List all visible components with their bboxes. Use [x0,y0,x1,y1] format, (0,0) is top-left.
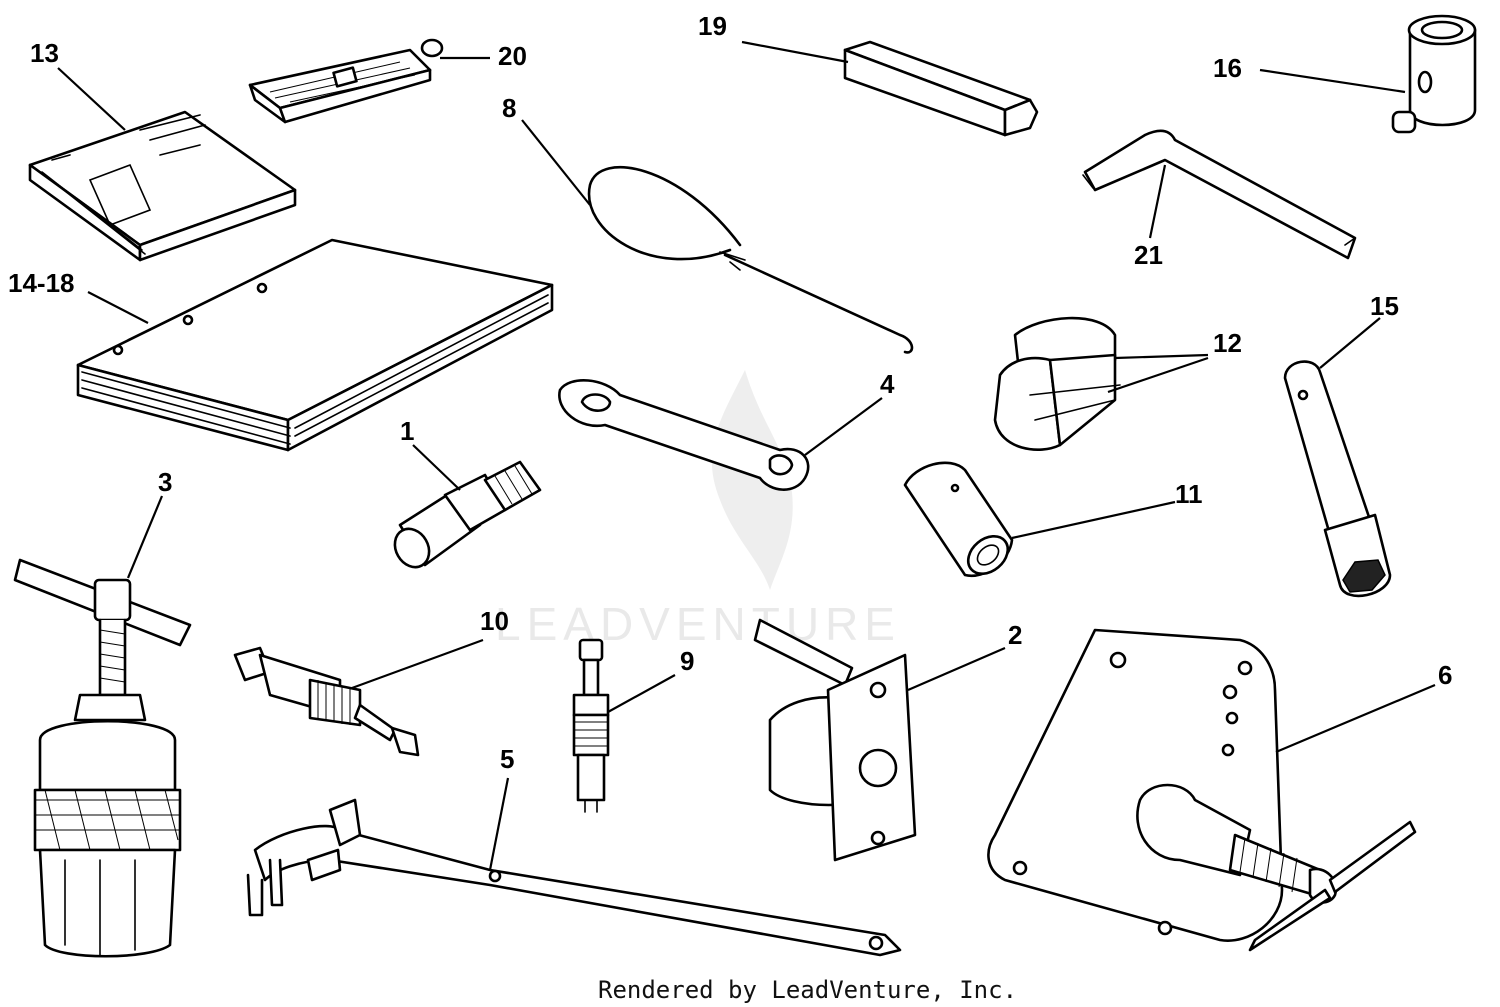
leader-15 [1319,317,1381,369]
callout-19: 19 [698,11,727,41]
part-14-18-parts-book[interactable] [76,238,554,452]
callout-15: 15 [1370,291,1399,321]
part-8-wire-loop[interactable] [587,165,914,354]
callout-9: 9 [680,646,694,676]
callout-4: 4 [880,369,895,399]
leader-3 [126,495,164,579]
leader-14-18 [87,291,149,324]
leader-19 [741,40,849,64]
leader-8 [521,119,591,206]
callout-12: 12 [1213,328,1242,358]
callout-1: 1 [400,416,414,446]
callout-10: 10 [480,606,509,636]
leader-10 [351,638,484,690]
leader-12b [1107,356,1209,394]
callout-labels: 13 20 19 16 8 21 14-18 12 15 4 1 11 3 10… [8,11,1452,774]
leader-5 [488,777,510,871]
callout-8: 8 [502,93,516,123]
leader-1 [412,444,461,491]
leader-6 [1275,683,1436,754]
leader-2 [907,646,1006,692]
callout-2: 2 [1008,620,1022,650]
part-9-spark-plug[interactable] [572,638,610,813]
part-2-flange-tool[interactable] [753,618,917,862]
leader-4 [804,397,883,456]
callout-5: 5 [500,744,514,774]
callout-3: 3 [158,467,172,497]
callout-6: 6 [1438,660,1452,690]
part-4-spanner-wrench[interactable] [558,379,810,491]
callout-16: 16 [1213,53,1242,83]
callout-11: 11 [1175,479,1203,509]
part-16-sleeve[interactable] [1391,14,1477,134]
callout-13: 13 [30,38,59,68]
leader-13 [57,67,126,131]
callout-20: 20 [498,41,527,71]
part-11-socket[interactable] [903,461,1015,582]
part-20-key-pouch[interactable] [248,38,444,124]
part-19-hex-bar[interactable] [843,40,1039,137]
leader-21 [1148,164,1167,239]
part-5-pin-wrench[interactable] [246,798,902,957]
footer-credit: Rendered by LeadVenture, Inc. [598,976,1017,1004]
part-13-manual[interactable] [28,110,297,262]
part-15-box-wrench[interactable] [1283,360,1392,598]
watermark: LEADVENTURE [495,370,901,650]
part-6-plate-puller[interactable] [987,628,1417,952]
leader-12a [1114,353,1209,360]
watermark-text: LEADVENTURE [495,598,901,650]
part-3-t-puller[interactable] [13,558,192,958]
callout-21: 21 [1134,240,1163,270]
callout-14-18: 14-18 [8,268,75,298]
leader-16 [1259,68,1406,94]
leader-lines [57,40,1436,871]
part-10-bolt-assembly[interactable] [233,646,420,757]
leader-9 [607,674,676,713]
part-12-split-bushing[interactable] [993,316,1121,451]
part-1-adapter[interactable] [388,460,542,573]
part-21-allen-key[interactable] [1082,129,1357,260]
leader-11 [1011,500,1176,540]
